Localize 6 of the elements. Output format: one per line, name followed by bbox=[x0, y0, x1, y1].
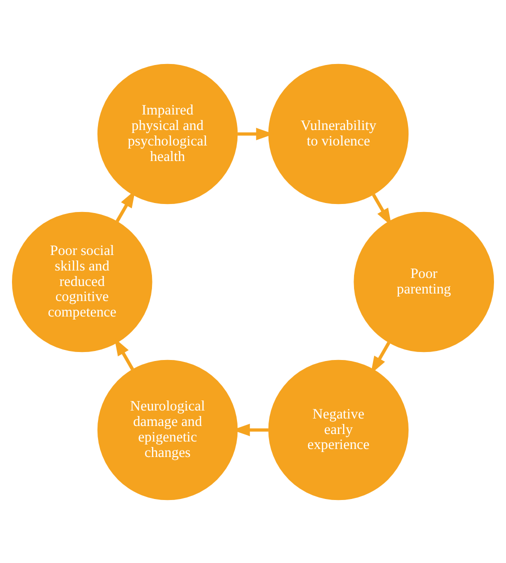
node-circle: Poor social skills and reduced cognitive competence bbox=[12, 211, 152, 352]
node-circle: Neurological damage and epigenetic changes bbox=[97, 359, 238, 500]
node-circle: Vulnerability to violence bbox=[268, 63, 409, 204]
node-circle: Poor parenting bbox=[354, 211, 494, 352]
node-circle: Impaired physical and psychological health bbox=[97, 63, 238, 204]
node-circle: Negative early experience bbox=[268, 359, 409, 500]
